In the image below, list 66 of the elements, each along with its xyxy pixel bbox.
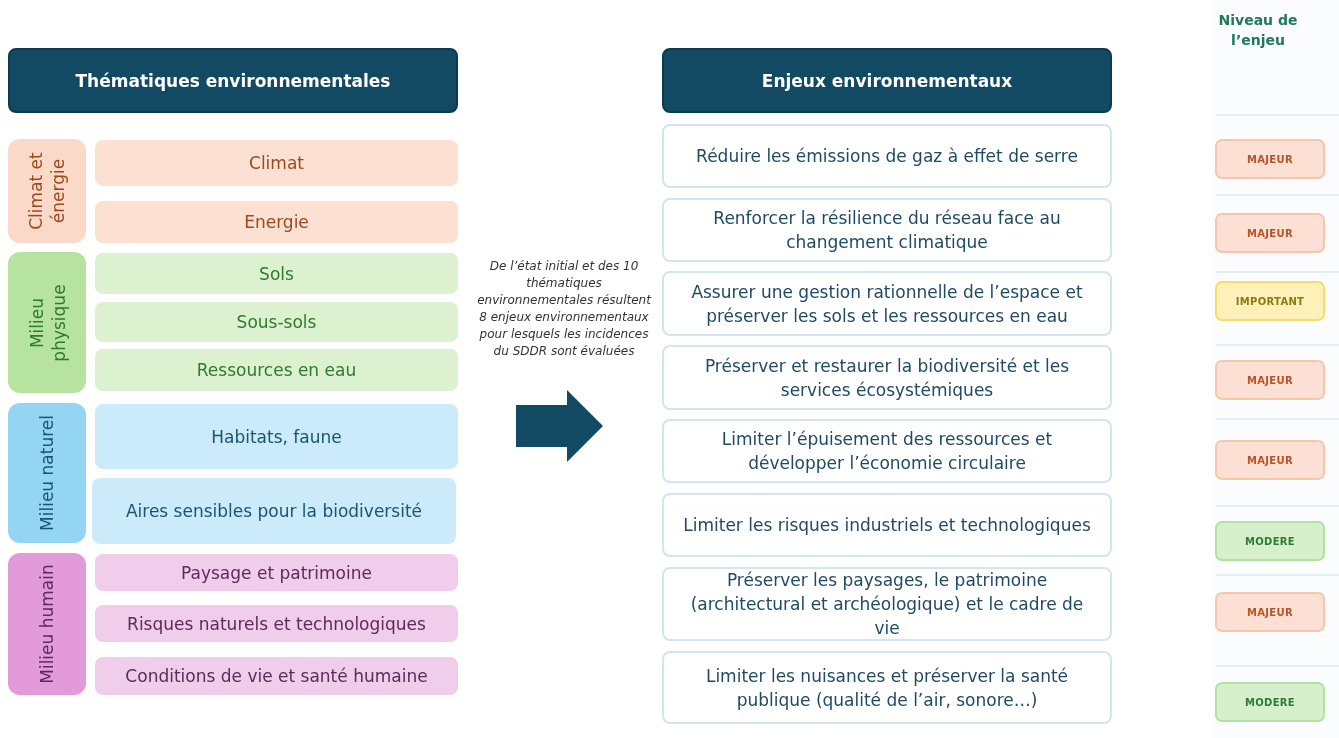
box-text: MAJEUR	[1247, 454, 1293, 466]
level-badge	[1215, 682, 1325, 722]
box-text: MODERE	[1245, 696, 1295, 708]
box-text: Renforcer la résilience du réseau face au changement climatique	[712, 207, 1062, 254]
theme-box	[95, 302, 458, 342]
category-box	[8, 403, 86, 543]
level-badge	[1215, 139, 1325, 179]
box-text: Réduire les émissions de gaz à effet de serre	[696, 145, 1078, 168]
box-text: Paysage et patrimoine	[181, 562, 372, 583]
issue-box	[662, 198, 1112, 262]
category-box	[8, 139, 86, 243]
note-text: De l’état initial et des 10 thématiques environnementales résultent 8 enjeux environnementaux pour lesquels les incidences du SDDR sont évaluées	[476, 258, 652, 360]
box-text: Préserver et restaurer la biodiversité et les services écosystémiques	[703, 354, 1071, 402]
issue-box	[662, 651, 1112, 724]
issue-box	[662, 345, 1112, 410]
box-text: MAJEUR	[1247, 606, 1293, 618]
theme-box	[95, 404, 458, 469]
box-text: Préserver les paysages, le patrimoine (architectural et archéologique) et le cadre de vie	[689, 569, 1085, 640]
level-badge	[1215, 521, 1325, 561]
level-badge	[1215, 281, 1325, 321]
header-box	[8, 48, 458, 113]
theme-box	[95, 349, 458, 391]
level-badge	[1215, 360, 1325, 400]
box-text: Risques naturels et technologiques	[127, 613, 426, 634]
level-badge	[1215, 213, 1325, 253]
category-label: Climat et énergie	[25, 151, 69, 232]
theme-box	[95, 253, 458, 294]
theme-box	[92, 478, 456, 544]
box-text: Climat	[249, 153, 304, 173]
issue-box	[662, 124, 1112, 188]
issue-box	[662, 567, 1112, 641]
box-text: Limiter les nuisances et préserver la santé publique (qualité de l’air, sonore…)	[704, 664, 1070, 712]
theme-box	[95, 201, 458, 243]
column-heading: Niveau de l’enjeu	[1217, 11, 1299, 50]
box-text: MODERE	[1245, 535, 1295, 547]
category-label: Milieu physique	[25, 282, 69, 364]
level-badge	[1215, 440, 1325, 480]
box-text: IMPORTANT	[1235, 295, 1305, 307]
box-text: Conditions de vie et santé humaine	[125, 666, 428, 686]
box-text: Habitats, faune	[211, 426, 342, 447]
box-text: MAJEUR	[1247, 153, 1293, 165]
issue-box	[662, 271, 1112, 336]
category-label: Milieu humain	[36, 563, 58, 686]
theme-box	[95, 554, 458, 591]
theme-box	[95, 657, 458, 695]
issue-box	[662, 419, 1112, 483]
issue-box	[662, 493, 1112, 557]
box-text: MAJEUR	[1247, 227, 1293, 239]
category-box	[8, 252, 86, 393]
box-text: Enjeux environnementaux	[761, 70, 1013, 91]
header-box	[662, 48, 1112, 113]
box-text: Aires sensibles pour la biodiversité	[125, 501, 423, 521]
box-text: Assurer une gestion rationnelle de l’espace et préserver les sols et les ressources en eau	[690, 280, 1084, 328]
box-text: Limiter l’épuisement des ressources et développer l’économie circulaire	[720, 428, 1054, 475]
box-text: Energie	[244, 212, 309, 232]
category-label: Milieu naturel	[36, 414, 58, 533]
box-text: Limiter les risques industriels et technologiques	[683, 514, 1091, 537]
theme-box	[95, 605, 458, 642]
category-box	[8, 553, 86, 695]
box-text: Ressources en eau	[196, 360, 357, 380]
box-text: Sous-sols	[236, 312, 317, 332]
box-text: MAJEUR	[1247, 374, 1293, 386]
box-text: Sols	[259, 263, 294, 284]
theme-box	[95, 140, 458, 186]
box-text: Thématiques environnementales	[75, 70, 391, 91]
level-badge	[1215, 592, 1325, 632]
